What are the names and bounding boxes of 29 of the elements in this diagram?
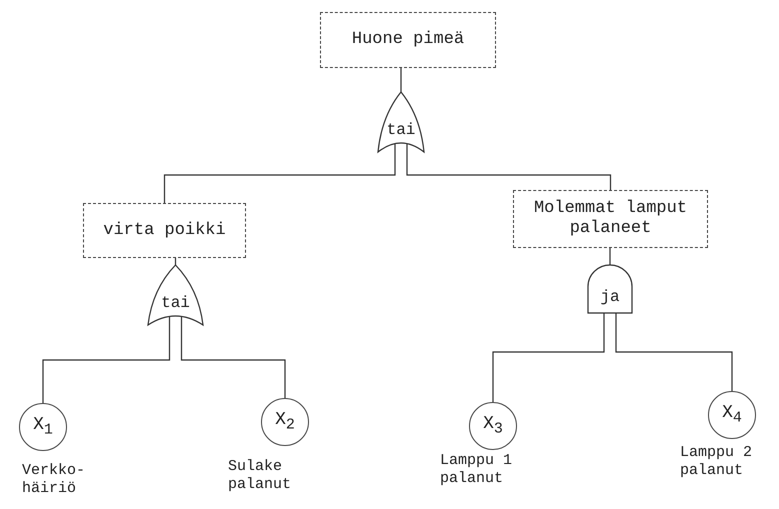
basic-event-circle [261, 398, 309, 446]
connector-line [400, 68, 402, 92]
connector-line [164, 144, 396, 203]
event-text: Huone pimeä [352, 30, 464, 50]
connector-line [609, 248, 611, 265]
event-description: Verkko- häiriö [22, 462, 86, 498]
event-symbol: X$_{3}$ [483, 414, 503, 438]
connector-line [180, 316, 286, 398]
event-box [513, 190, 708, 248]
event-symbol: X$_{1}$ [33, 415, 53, 439]
gate-label: tai [386, 120, 416, 139]
event-symbol: X$_{4}$ [722, 403, 742, 427]
gate-label: tai [161, 294, 190, 312]
event-description: Lamppu 2 palanut [680, 444, 754, 480]
connector-line [42, 316, 170, 403]
connector-line [406, 144, 612, 190]
connector-line [615, 313, 733, 391]
basic-event-circle [19, 403, 67, 451]
event-text: Molemmat lamput palaneet [532, 199, 688, 239]
event-box [83, 203, 246, 258]
event-description: Sulake palanut [228, 458, 292, 494]
event-description: Lamppu 1 palanut [440, 452, 514, 488]
basic-event-circle [708, 391, 756, 439]
basic-event-circle [469, 402, 517, 450]
event-symbol: X$_{2}$ [275, 410, 295, 434]
event-box [320, 12, 496, 68]
event-text: virta poikki [103, 220, 226, 240]
connector-line [492, 313, 605, 402]
gate-label: ja [600, 288, 620, 306]
